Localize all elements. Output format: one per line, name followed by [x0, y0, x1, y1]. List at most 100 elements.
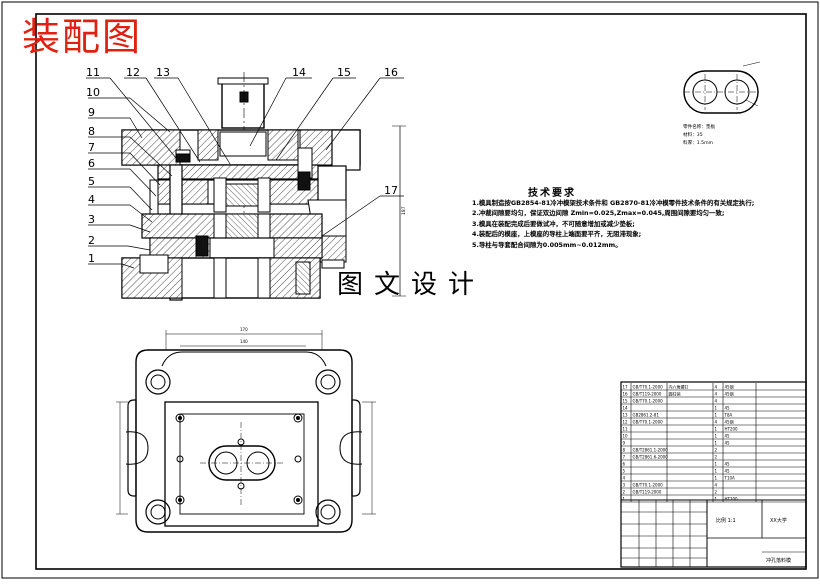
- bom-cell: T8A: [724, 412, 733, 417]
- bom-cell: 45: [725, 461, 731, 466]
- bom-cell: 4: [715, 384, 718, 389]
- bom-cell: 1: [715, 426, 718, 431]
- bom-cell: GB/T2861.6-2000: [633, 454, 669, 459]
- bom-cell: 13: [623, 412, 629, 417]
- inner-frame: [35, 13, 807, 570]
- bom-cell: 1: [715, 461, 718, 466]
- bom-cell: 1: [715, 496, 718, 501]
- bom-cell: 16: [623, 391, 629, 396]
- bom-cell: 1: [715, 405, 718, 410]
- requirement-item: 2.冲裁间隙要均匀，保证双边间隙 Zmin=0.025,Zmax=0.045,周…: [472, 209, 725, 218]
- callout-17: 17: [384, 184, 398, 197]
- school-name: XX大学: [770, 517, 787, 524]
- bom-cell: 12: [623, 419, 629, 424]
- bom-cell: 1: [623, 496, 626, 501]
- spec-line: 零件名称：垫板: [683, 125, 716, 130]
- bom-cell: 17: [623, 384, 629, 389]
- callout-6: 6: [88, 157, 95, 170]
- callout-8: 8: [88, 125, 95, 138]
- requirement-item: 5.导柱与导套配合间隙为0.005mm~0.012mm。: [472, 240, 622, 249]
- callout-3: 3: [88, 213, 95, 226]
- bom-cell: 2: [715, 489, 718, 494]
- callout-14: 14: [292, 66, 306, 79]
- bom-cell: 1: [715, 440, 718, 445]
- callout-5: 5: [88, 175, 95, 188]
- bom-cell: 6: [623, 461, 626, 466]
- bom-cell: 2: [623, 489, 626, 494]
- bom-cell: 14: [623, 405, 629, 410]
- bom-cell: 4: [623, 475, 626, 480]
- bom-cell: 45: [725, 433, 731, 438]
- callout-7: 7: [88, 141, 95, 154]
- requirement-item: 1.模具制造按GB2854-81冷冲模架技术条件和 GB2870-81冷冲模零件…: [472, 199, 755, 207]
- bom-cell: 3: [623, 482, 626, 487]
- callout-16: 16: [384, 66, 398, 79]
- bom-cell: 2: [715, 454, 718, 459]
- title-block-text: 比例 1:1 XX大学 冲孔落料模: [716, 517, 791, 564]
- spec-line: 料厚：1.5mm: [683, 141, 714, 146]
- bom-cell: HT200: [725, 496, 739, 501]
- callout-9: 9: [88, 106, 95, 119]
- bom-cell: T10A: [724, 475, 736, 480]
- callout-13: 13: [156, 66, 170, 79]
- bom-cell: 圆柱销: [669, 390, 681, 396]
- bom-cell: GB/T119-2000: [633, 391, 662, 396]
- bom-cell: 1: [715, 468, 718, 473]
- bom-cell: 11: [623, 426, 629, 431]
- bom-cell: 1: [715, 475, 718, 480]
- bom-cell: 2: [715, 447, 718, 452]
- bom-cell: 45钢: [725, 418, 734, 424]
- requirements-list: 1.模具制造按GB2854-81冷冲模架技术条件和 GB2870-81冷冲模零件…: [472, 198, 754, 250]
- scale-text: 比例 1:1: [716, 517, 736, 524]
- callout-15: 15: [337, 66, 351, 79]
- bom-cell: 7: [623, 454, 626, 459]
- bom-cell: 45: [725, 405, 731, 410]
- bom-cell: GB/T119-2000: [633, 489, 662, 494]
- bom-cell: 45: [725, 440, 731, 445]
- requirements-title: 技术要求: [528, 188, 576, 199]
- plan-view: 170 140: [116, 327, 376, 533]
- bom-cell: 5: [623, 468, 626, 473]
- bom-cell: 45: [725, 468, 731, 473]
- spec-line: 材料：35: [683, 133, 703, 138]
- drawing-title: 装配图: [22, 15, 143, 59]
- callout-2: 2: [88, 234, 95, 247]
- bom-cell: 45钢: [725, 383, 734, 389]
- svg-text:140: 140: [240, 339, 248, 344]
- bom-cell: 4: [715, 482, 718, 487]
- part-spec: 零件名称：垫板 材料：35 料厚：1.5mm: [683, 124, 715, 148]
- callout-number-group: 1 2 3 4 5 6 7 8 9 10 11 12 13 14 15 16 1…: [86, 66, 398, 265]
- bom-cell: 45钢: [725, 390, 734, 396]
- callout-11: 11: [86, 66, 100, 79]
- part-sketch: [683, 61, 761, 114]
- bom-cell: 4: [715, 398, 718, 403]
- bom-cell: 1: [715, 433, 718, 438]
- bom-cell: GB/T70.1-2000: [633, 398, 664, 403]
- bom-cell: 15: [623, 398, 629, 403]
- svg-text:187: 187: [401, 206, 407, 215]
- front-section-view: 187: [121, 72, 407, 301]
- callout-4: 4: [88, 193, 95, 206]
- bom-cell: GB/T70.1-2000: [633, 419, 664, 424]
- svg-text:170: 170: [240, 327, 248, 332]
- bom-cell: 内六角螺钉: [669, 383, 689, 389]
- bom-cell: GB/T70.1-2000: [633, 384, 664, 389]
- bom-cell: GB2861.2-81: [633, 412, 660, 417]
- bom-cell: HT200: [725, 426, 739, 431]
- callout-12: 12: [126, 66, 140, 79]
- bom-cell: 4: [715, 391, 718, 396]
- drawing-name: 冲孔落料模: [766, 557, 791, 564]
- callout-10: 10: [86, 86, 100, 99]
- callout-1: 1: [88, 252, 95, 265]
- bom-cell: 8: [623, 447, 626, 452]
- bom-cell: 1: [715, 412, 718, 417]
- bom-cell: 10: [623, 433, 629, 438]
- requirement-item: 3.模具在装配完成后要做试冲，不可随意增加或减少垫板;: [472, 219, 635, 228]
- requirement-item: 4.装配后的模座，上模座的导柱上端面要平齐，无阻滞现象;: [472, 230, 642, 239]
- watermark-text: 图文设计: [337, 270, 486, 300]
- bom-cell: GB/T2861.1-2000: [633, 447, 669, 452]
